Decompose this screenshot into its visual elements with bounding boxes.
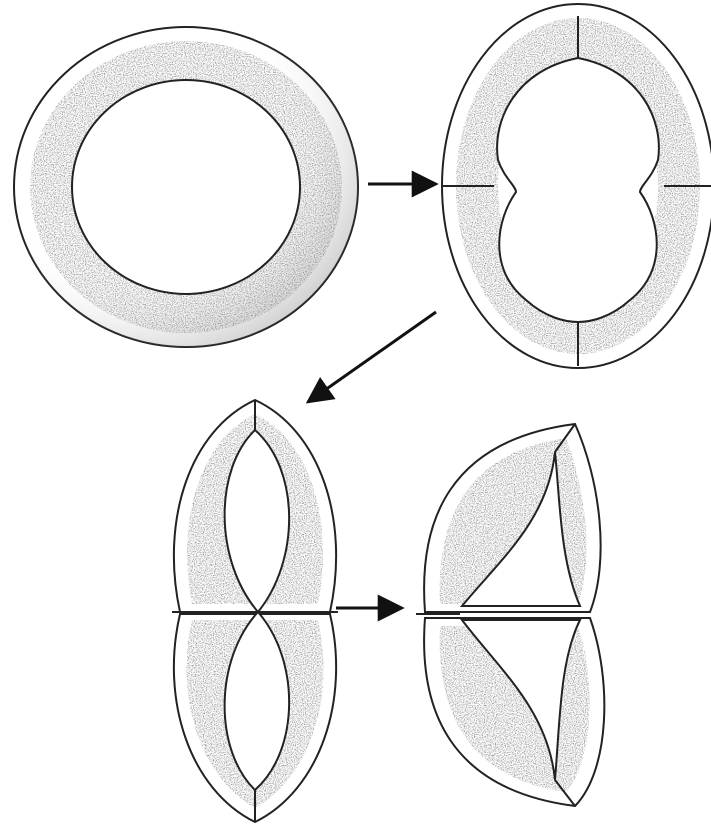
stage-3-figure-eight	[172, 400, 338, 822]
stage-4-opened-butterfly	[416, 424, 604, 806]
stage-2-notched-ring	[442, 4, 711, 368]
arrow-2-to-3	[308, 312, 436, 402]
stage-1-closed-ring	[14, 27, 358, 347]
